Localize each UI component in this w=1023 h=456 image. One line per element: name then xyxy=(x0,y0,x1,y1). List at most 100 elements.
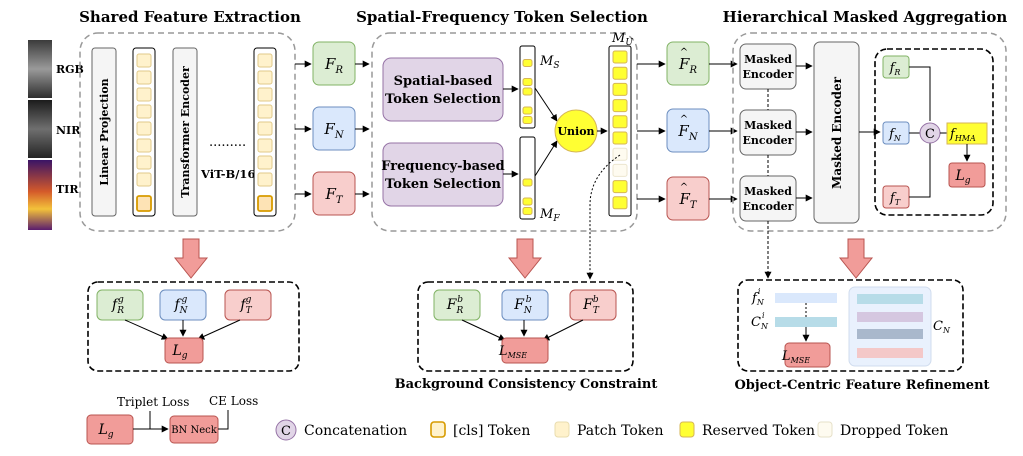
object-centric-box xyxy=(737,279,964,372)
label-nir: NIR xyxy=(56,124,81,137)
cn-row-1 xyxy=(857,294,923,304)
patch-token xyxy=(136,138,152,153)
spatial-selection-block xyxy=(382,57,504,122)
masked-encoder-r xyxy=(739,43,797,90)
ms-label: MS xyxy=(539,54,559,71)
fnb-label: FNb xyxy=(513,295,533,316)
legend-concat-symbol: C xyxy=(281,424,291,439)
reserved-token xyxy=(612,66,628,80)
mu-tokens xyxy=(612,50,628,210)
lmse-object-box xyxy=(784,342,831,368)
reserved-token xyxy=(612,196,628,210)
fn-small-label: fN xyxy=(888,127,902,143)
arrow-frb-to-mse xyxy=(461,319,506,341)
patch-token xyxy=(136,104,152,119)
label-tir: TIR xyxy=(56,183,79,196)
fr-small-label: fR xyxy=(889,61,901,77)
patch-token xyxy=(136,121,152,136)
spatial-selection-line1: Spatial-based xyxy=(394,74,493,89)
ms-tokens xyxy=(522,59,533,124)
rgb-image xyxy=(28,40,52,98)
masked-encoder-t-line2: Encoder xyxy=(743,200,794,213)
triplet-loss-label: Triplet Loss xyxy=(117,395,189,409)
tir-image xyxy=(28,160,52,230)
legend-cls-label: [cls] Token xyxy=(453,423,530,439)
masked-encoder-t-line1: Masked xyxy=(744,185,792,198)
cn-row-3 xyxy=(857,329,923,339)
reserved-token xyxy=(522,197,533,206)
patch-token xyxy=(257,104,273,119)
frequency-selection-block xyxy=(382,142,504,207)
ft-small-label: fT xyxy=(889,191,901,207)
union-label: Union xyxy=(557,125,594,138)
transformer-encoder-label: Transformer Encoder xyxy=(179,66,192,198)
spatial-selection-line2: Token Selection xyxy=(385,92,502,107)
mu-to-background-dotted xyxy=(586,154,621,280)
masked-encoder-n xyxy=(739,109,797,156)
transformer-encoder-block xyxy=(172,47,198,217)
down-arrow-hierarchical xyxy=(838,238,874,279)
legend-patch-swatch xyxy=(554,421,570,438)
legend-dropped-label: Dropped Token xyxy=(840,423,948,439)
reserved-token xyxy=(522,207,533,215)
token-column-2-tokens xyxy=(257,53,273,212)
cn-row-2 xyxy=(857,312,923,322)
legend-concat-label: Concatenation xyxy=(304,423,407,439)
reserved-token xyxy=(612,99,628,113)
feature-ft-label: FT xyxy=(324,185,343,206)
mf-tokens xyxy=(522,178,533,215)
feature-fr-hat-label: FR xyxy=(678,55,697,76)
legend-concat-icon xyxy=(275,419,297,441)
global-loss-box xyxy=(87,281,300,372)
frequency-selection-line1: Frequency-based xyxy=(381,159,504,174)
reserved-token xyxy=(522,106,533,115)
mf-token-column xyxy=(519,136,536,220)
masked-encoder-n-line1: Masked xyxy=(744,119,792,132)
arrow-ms-to-union xyxy=(534,87,558,122)
ce-branch-line xyxy=(218,410,229,430)
cn-i-label: CNi xyxy=(751,311,769,331)
arrow-mf-to-union xyxy=(534,140,558,177)
masked-encoder-r-line1: Masked xyxy=(744,53,792,66)
lmse-background-box xyxy=(501,337,549,364)
patch-token xyxy=(136,70,152,85)
patch-token xyxy=(257,70,273,85)
feature-fr-label: FR xyxy=(324,55,343,76)
background-consistency-box xyxy=(417,281,634,372)
legend-cls-swatch xyxy=(430,421,446,438)
background-consistency-caption: Background Consistency Constraint xyxy=(395,377,658,392)
reserved-token xyxy=(612,82,628,96)
ftg-label: fTg xyxy=(239,295,252,316)
cls-token xyxy=(257,195,273,212)
cn-panel xyxy=(848,286,932,367)
nir-image xyxy=(28,100,52,158)
dropped-token xyxy=(612,163,628,177)
hat-mark-r: ^ xyxy=(680,47,688,58)
token-column-1-tokens xyxy=(136,53,152,212)
masked-encoder-big-label: Masked Encoder xyxy=(830,76,844,189)
reserved-token xyxy=(612,131,628,145)
patch-token xyxy=(257,172,273,187)
reserved-token xyxy=(612,115,628,129)
patch-token xyxy=(136,53,152,68)
title-shared: Shared Feature Extraction xyxy=(79,8,301,26)
reserved-token xyxy=(612,50,628,64)
fng-label: fNg xyxy=(173,295,188,316)
dropped-token xyxy=(612,147,628,161)
ft-to-concat-line xyxy=(909,143,931,198)
reserved-token xyxy=(612,180,628,194)
arrow-ftg-to-lg xyxy=(197,319,241,340)
frb-label: FRb xyxy=(446,295,464,316)
linear-projection-block xyxy=(91,47,117,217)
lg-global-box xyxy=(164,337,204,364)
reserved-token xyxy=(522,59,533,67)
fnb-box xyxy=(501,289,549,321)
feature-fn-label: FN xyxy=(323,120,344,141)
cn-label: CN xyxy=(933,319,951,335)
hat-mark-t: ^ xyxy=(680,182,688,193)
bn-neck-label: BN Neck xyxy=(171,425,218,436)
reserved-token xyxy=(522,178,533,187)
masked-encoder-t xyxy=(739,175,797,222)
linear-projection-label: Linear Projection xyxy=(98,78,111,185)
masked-encoder-n-line2: Encoder xyxy=(743,134,794,147)
